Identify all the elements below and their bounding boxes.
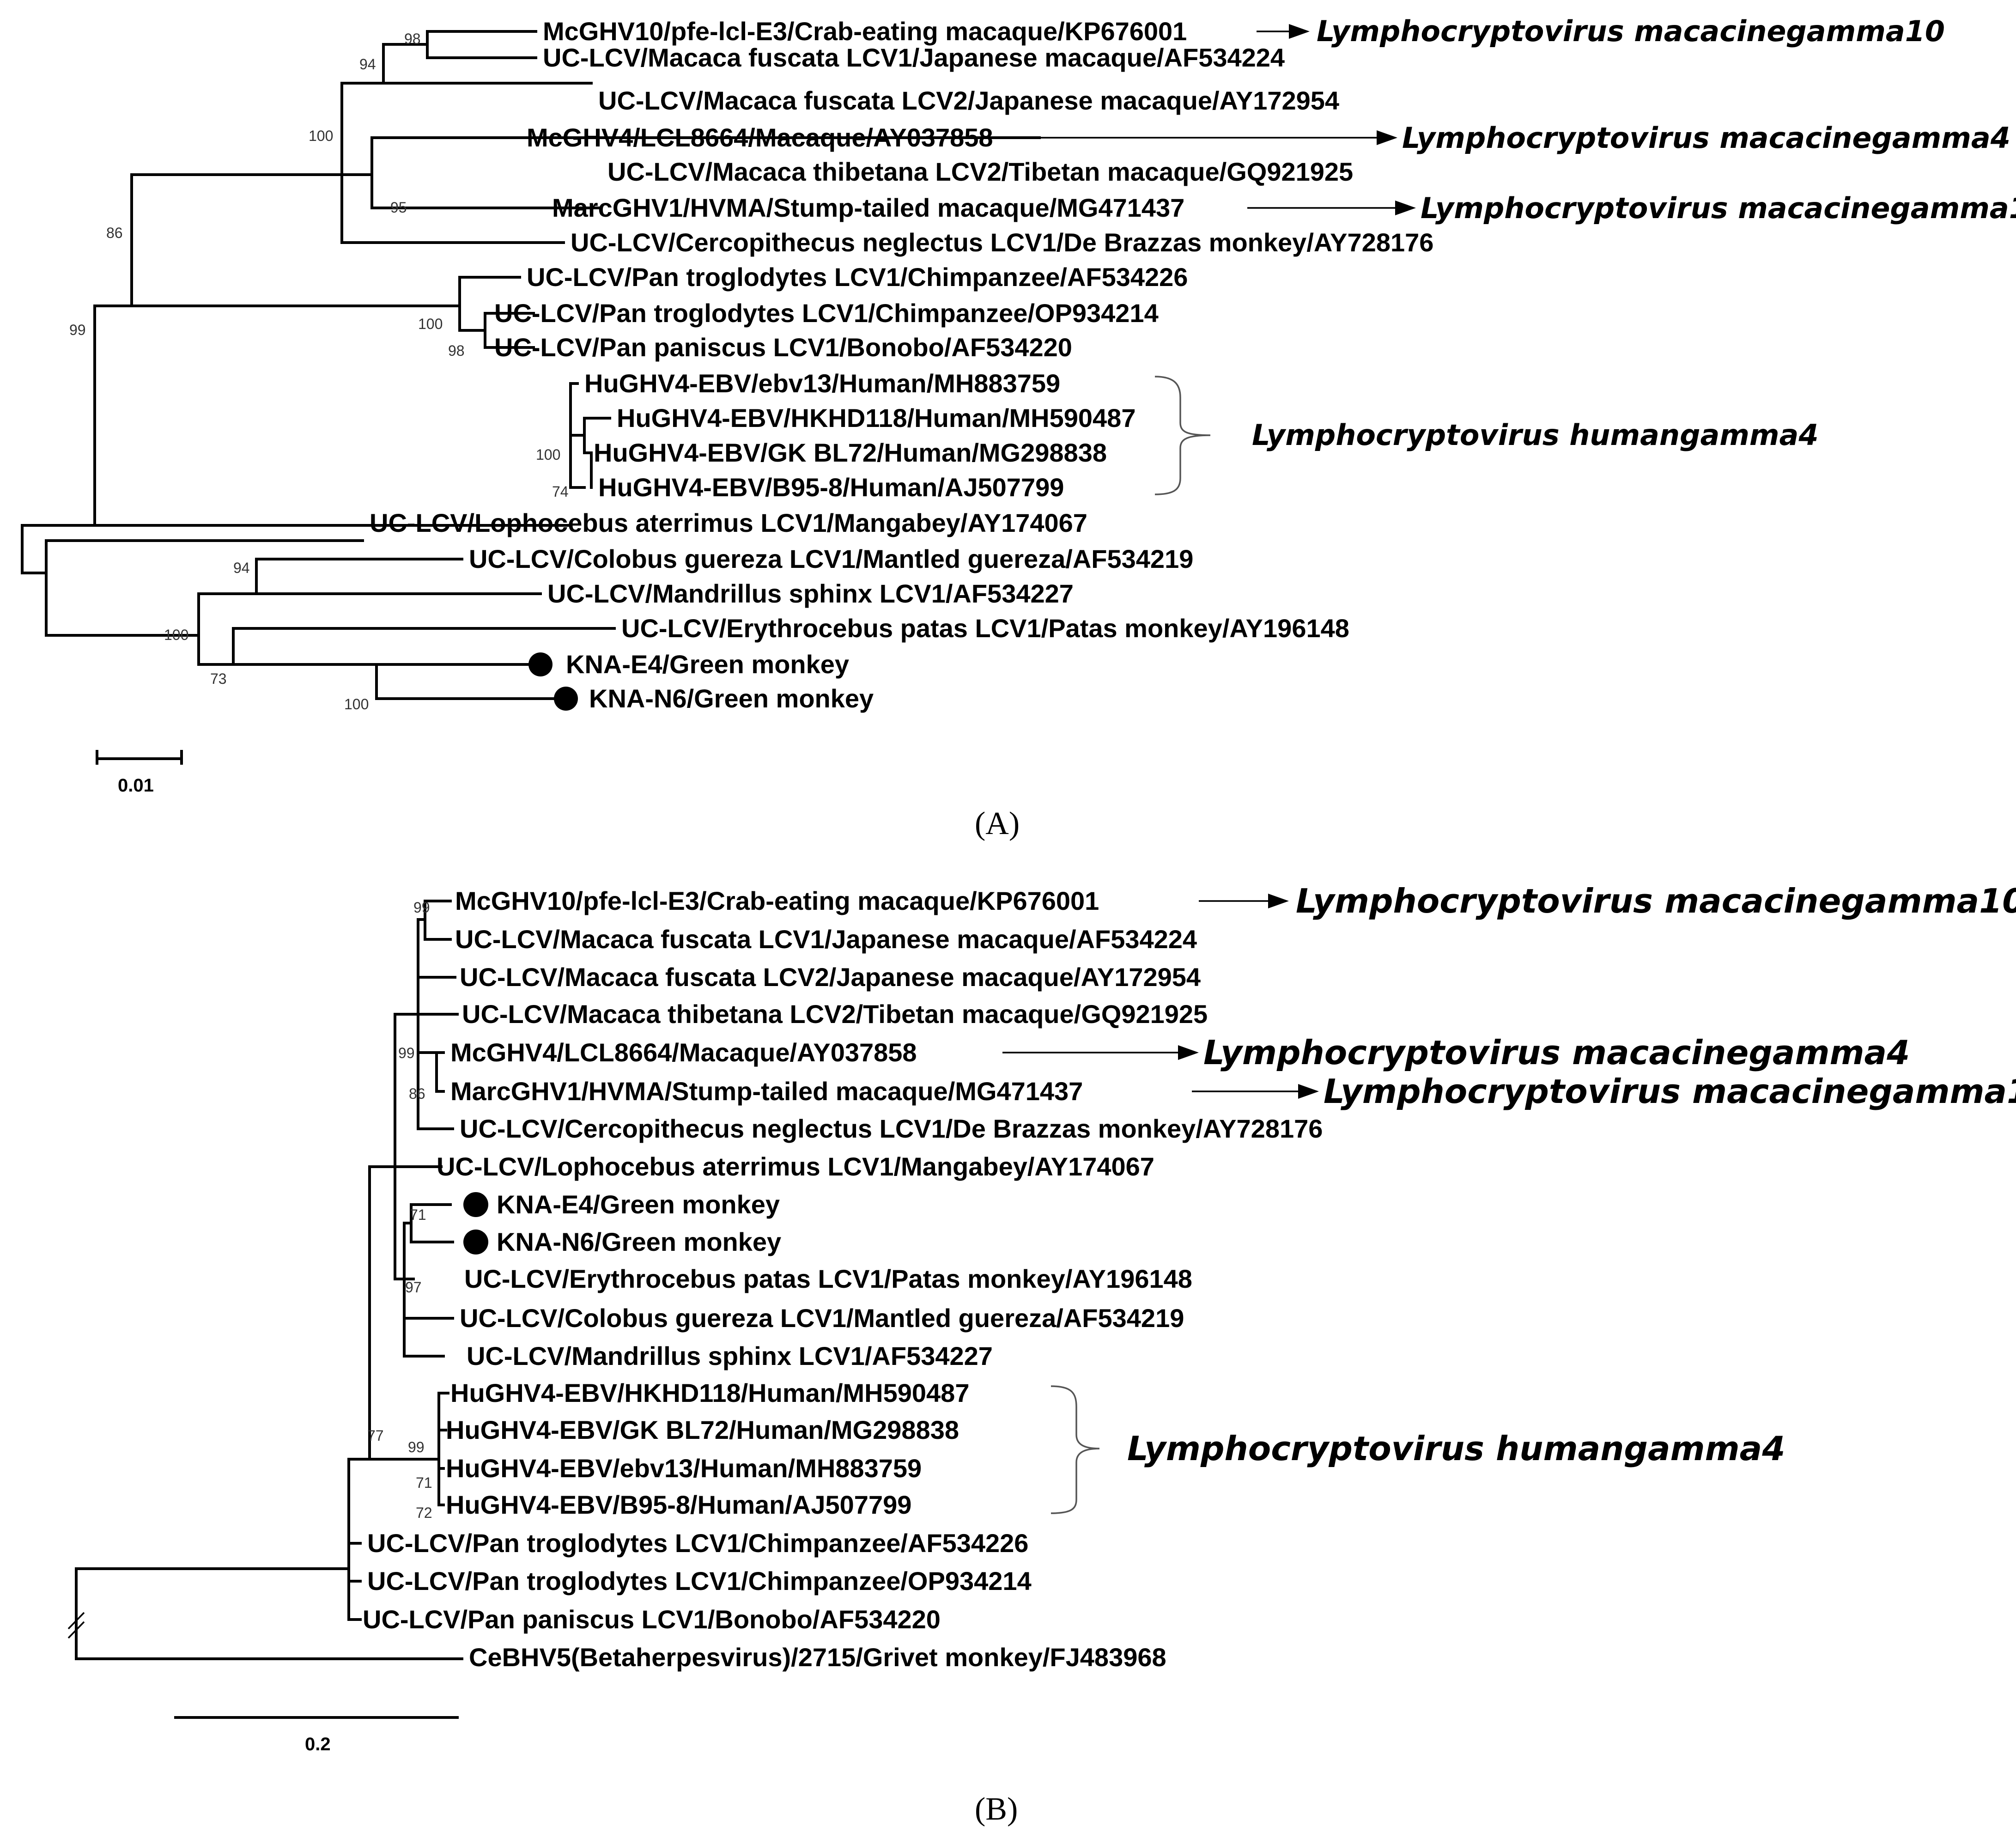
bootstrap-value: 100 — [309, 128, 333, 144]
taxon-label: Lymphocryptovirus macacinegamma13 — [1324, 1072, 2016, 1111]
taxon-label: Lymphocryptovirus macacinegamma4 — [1203, 1033, 1910, 1072]
panel-a-arrows — [1039, 24, 1416, 215]
leaf-label: HuGHV4-EBV/HKHD118/Human/MH590487 — [617, 403, 1136, 432]
new-strain-marker — [554, 687, 578, 711]
leaf-label: UC-LCV/Macaca thibetana LCV2/Tibetan mac… — [462, 999, 1208, 1029]
bootstrap-value: 73 — [210, 670, 227, 687]
leaf-label: HuGHV4-EBV/B95-8/Human/AJ507799 — [598, 473, 1064, 502]
panel-a-scale-bar — [96, 750, 183, 765]
panel-b-label: (B) — [975, 1791, 1018, 1827]
leaf-label: KNA-E4/Green monkey — [497, 1190, 780, 1219]
leaf-label: HuGHV4-EBV/ebv13/Human/MH883759 — [446, 1454, 922, 1483]
taxon-label: Lymphocryptovirus macacinegamma10 — [1296, 882, 2016, 920]
leaf-label: UC-LCV/Macaca fuscata LCV2/Japanese maca… — [598, 86, 1339, 115]
panel-a-scale-label: 0.01 — [118, 775, 154, 796]
panel-a-bootstrap: 98 94 100 95 86 99 100 98 100 74 94 100 … — [69, 30, 569, 712]
leaf-label: UC-LCV/Cercopithecus neglectus LCV1/De B… — [460, 1114, 1323, 1143]
leaf-label: HuGHV4-EBV/HKHD118/Human/MH590487 — [450, 1378, 969, 1407]
panel-a-branches — [21, 30, 1041, 700]
leaf-label: MarcGHV1/HVMA/Stump-tailed macaque/MG471… — [450, 1077, 1083, 1106]
bootstrap-value: 71 — [410, 1206, 426, 1223]
leaf-label: KNA-N6/Green monkey — [589, 684, 874, 713]
bootstrap-value: 98 — [448, 342, 465, 359]
leaf-label: UC-LCV/Macaca thibetana LCV2/Tibetan mac… — [607, 157, 1353, 186]
leaf-label: UC-LCV/Pan troglodytes LCV1/Chimpanzee/O… — [494, 298, 1159, 328]
leaf-label: UC-LCV/Macaca fuscata LCV2/Japanese maca… — [460, 962, 1201, 992]
bootstrap-value: 74 — [552, 483, 569, 500]
panel-b-leaf-labels: McGHV10/pfe-lcl-E3/Crab-eating macaque/K… — [363, 886, 1323, 1672]
leaf-label: MarcGHV1/HVMA/Stump-tailed macaque/MG471… — [552, 193, 1184, 222]
new-strain-marker — [463, 1230, 488, 1254]
bootstrap-value: 71 — [416, 1474, 432, 1491]
panel-b-arrows — [1002, 894, 1319, 1099]
bootstrap-value: 100 — [344, 696, 369, 712]
leaf-label: KNA-E4/Green monkey — [566, 650, 849, 679]
taxon-label: Lymphocryptovirus macacinegamma10 — [1317, 14, 1945, 48]
leaf-label: HuGHV4-EBV/GK BL72/Human/MG298838 — [594, 438, 1107, 467]
leaf-label: UC-LCV/Pan troglodytes LCV1/Chimpanzee/A… — [367, 1528, 1028, 1558]
taxon-label: Lymphocryptovirus macacinegamma13 — [1421, 191, 2016, 225]
bootstrap-value: 72 — [416, 1504, 432, 1521]
taxon-label: Lymphocryptovirus macacinegamma4 — [1402, 121, 2010, 155]
bootstrap-value: 95 — [390, 199, 407, 216]
bootstrap-value: 100 — [164, 627, 188, 643]
leaf-label: UC-LCV/Pan paniscus LCV1/Bonobo/AF534220 — [363, 1605, 941, 1634]
leaf-label: McGHV10/pfe-lcl-E3/Crab-eating macaque/K… — [543, 17, 1187, 46]
leaf-label: UC-LCV/Colobus guereza LCV1/Mantled guer… — [460, 1303, 1184, 1333]
leaf-label: UC-LCV/Macaca fuscata LCV1/Japanese maca… — [543, 43, 1285, 72]
panel-b-scale-label: 0.2 — [305, 1734, 331, 1754]
panel-a-bracket — [1154, 376, 1211, 495]
bootstrap-value: 99 — [413, 899, 430, 916]
leaf-label: KNA-N6/Green monkey — [497, 1227, 781, 1256]
bootstrap-value: 86 — [106, 225, 123, 241]
panel-b-bracket — [1051, 1385, 1100, 1514]
leaf-label: CeBHV5(Betaherpesvirus)/2715/Grivet monk… — [469, 1643, 1166, 1672]
bootstrap-value: 99 — [408, 1439, 425, 1455]
bootstrap-value: 94 — [233, 560, 250, 576]
bootstrap-value: 99 — [398, 1045, 415, 1061]
panel-b-break-mark — [67, 1612, 85, 1639]
panel-b-tree — [75, 900, 463, 1660]
leaf-label: UC-LCV/Mandrillus sphinx LCV1/AF534227 — [467, 1341, 993, 1370]
leaf-label: UC-LCV/Lophocebus aterrimus LCV1/Mangabe… — [370, 508, 1087, 537]
taxon-label: Lymphocryptovirus humangamma4 — [1252, 418, 1818, 452]
leaf-label: McGHV4/LCL8664/Macaque/AY037858 — [527, 123, 993, 152]
bootstrap-value: 100 — [418, 316, 443, 332]
leaf-label: UC-LCV/Erythrocebus patas LCV1/Patas mon… — [621, 614, 1349, 643]
leaf-label: HuGHV4-EBV/GK BL72/Human/MG298838 — [446, 1415, 959, 1444]
leaf-label: UC-LCV/Cercopithecus neglectus LCV1/De B… — [571, 228, 1433, 257]
leaf-label: UC-LCV/Pan troglodytes LCV1/Chimpanzee/A… — [527, 262, 1188, 292]
bootstrap-value: 97 — [405, 1279, 422, 1296]
leaf-label: HuGHV4-EBV/B95-8/Human/AJ507799 — [446, 1490, 911, 1519]
leaf-label: UC-LCV/Erythrocebus patas LCV1/Patas mon… — [464, 1264, 1192, 1293]
bootstrap-value: 100 — [536, 446, 560, 463]
bootstrap-value: 86 — [409, 1085, 425, 1102]
bootstrap-value: 77 — [367, 1427, 384, 1444]
leaf-label: HuGHV4-EBV/ebv13/Human/MH883759 — [584, 369, 1060, 398]
leaf-label: McGHV10/pfe-lcl-E3/Crab-eating macaque/K… — [455, 886, 1099, 915]
bootstrap-value: 99 — [69, 322, 86, 338]
bootstrap-value: 94 — [359, 56, 376, 73]
new-strain-marker — [528, 652, 553, 676]
bootstrap-value: 98 — [404, 30, 421, 47]
panel-a-label: (A) — [975, 806, 1020, 841]
panel-a-leaf-labels: McGHV10/pfe-lcl-E3/Crab-eating macaque/K… — [370, 17, 1433, 713]
leaf-label: UC-LCV/Colobus guereza LCV1/Mantled guer… — [469, 544, 1193, 573]
leaf-label: UC-LCV/Mandrillus sphinx LCV1/AF534227 — [547, 579, 1074, 608]
taxon-label: Lymphocryptovirus humangamma4 — [1127, 1429, 1785, 1468]
leaf-label: McGHV4/LCL8664/Macaque/AY037858 — [450, 1038, 917, 1067]
new-strain-marker — [463, 1192, 488, 1217]
leaf-label: UC-LCV/Macaca fuscata LCV1/Japanese maca… — [455, 925, 1197, 954]
leaf-label: UC-LCV/Pan troglodytes LCV1/Chimpanzee/O… — [367, 1566, 1032, 1595]
leaf-label: UC-LCV/Lophocebus aterrimus LCV1/Mangabe… — [437, 1152, 1154, 1181]
panel-b-bootstrap: 99 99 86 71 97 77 99 71 72 — [367, 899, 432, 1521]
leaf-label: UC-LCV/Pan paniscus LCV1/Bonobo/AF534220 — [494, 333, 1072, 362]
